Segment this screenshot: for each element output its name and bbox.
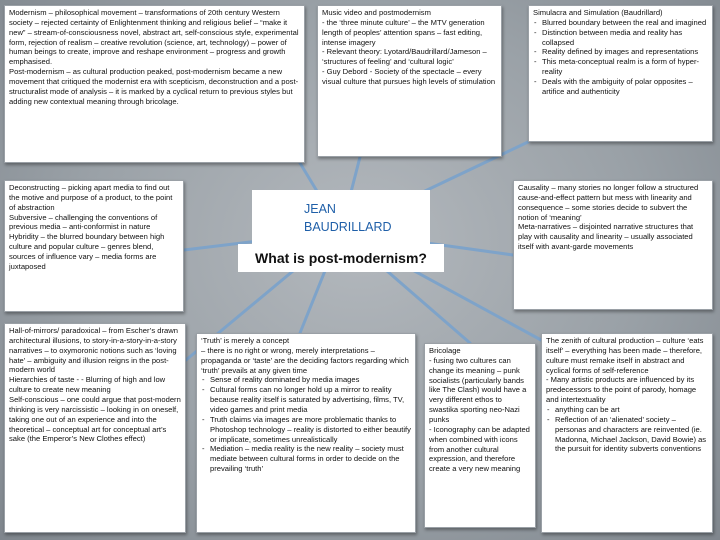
text-paragraph: Causality – many stories no longer follo… [518,183,699,222]
center-question: What is post-modernism? [238,244,444,272]
text-paragraph: – there is no right or wrong, merely int… [201,345,409,375]
text-paragraph: Subversive – challenging the conventions… [9,212,158,232]
bullet-item: Reflection of an ‘alienated’ society – p… [547,415,708,454]
bullet-item: Deals with the ambiguity of polar opposi… [534,77,708,97]
modernism-box: Modernism – philosophical movement – tra… [4,5,305,163]
bullet-item: Reality defined by images and representa… [534,47,708,57]
text-paragraph: Modernism – philosophical movement – tra… [9,8,299,67]
bullet-item: Blurred boundary between the real and im… [534,18,708,28]
center-title-line2: BAUDRILLARD [304,220,392,234]
bullet-item: Cultural forms can no longer hold up a m… [202,385,411,415]
text-paragraph: - Relevant theory: Lyotard/Baudrillard/J… [322,47,487,67]
text-paragraph: Self-conscious – one could argue that po… [9,395,181,444]
center-title-line1: JEAN [304,202,336,216]
text-paragraph: The zenith of cultural production – cult… [546,336,704,375]
text-paragraph: Music video and postmodernism [322,8,431,17]
text-paragraph: - Iconography can be adapted when combin… [429,424,530,474]
bullet-item: anything can be art [547,405,708,415]
simulacra-heading: Simulacra and Simulation (Baudrillard) [533,8,663,17]
bullet-item: Sense of reality dominated by media imag… [202,375,411,385]
zenith-box: The zenith of cultural production – cult… [541,333,713,533]
text-paragraph: Bricolage [429,346,461,355]
music-video-box: Music video and postmodernism- the ‘thre… [317,5,502,157]
text-paragraph: Deconstructing – picking apart media to … [9,183,173,212]
text-paragraph: - Guy Debord - Society of the spectacle … [322,67,496,87]
bullet-item: Mediation – media reality is the new rea… [202,444,411,474]
bricolage-box: Bricolage- fusing two cultures can chang… [424,343,536,528]
bullet-item: This meta-conceptual realm is a form of … [534,57,708,77]
text-paragraph: - fusing two cultures can change its mea… [429,355,527,425]
text-paragraph: Hybridity – the blurred boundary between… [9,232,165,271]
causality-box: Causality – many stories no longer follo… [513,180,713,310]
bullet-item: Truth claims via images are more problem… [202,415,411,445]
text-paragraph: Meta-narratives – disjointed narrative s… [518,222,694,252]
text-paragraph: Hall-of-mirrors/ paradoxical – from Esch… [9,326,178,375]
simulacra-box: Simulacra and Simulation (Baudrillard) B… [528,5,713,142]
deconstructing-box: Deconstructing – picking apart media to … [4,180,184,312]
text-paragraph: ‘Truth’ is merely a concept [201,336,290,345]
text-paragraph: Hierarchies of taste - - Blurring of hig… [9,375,166,395]
text-paragraph: - Many artistic products are influenced … [546,375,697,405]
bullet-item: Distinction between media and reality ha… [534,28,708,48]
hall-of-mirrors-box: Hall-of-mirrors/ paradoxical – from Esch… [4,323,186,533]
text-paragraph: - the ‘three minute culture’ – the MTV g… [322,17,485,47]
truth-box: ‘Truth’ is merely a concept– there is no… [196,333,416,533]
text-paragraph: Post-modernism – as cultural production … [9,67,299,106]
